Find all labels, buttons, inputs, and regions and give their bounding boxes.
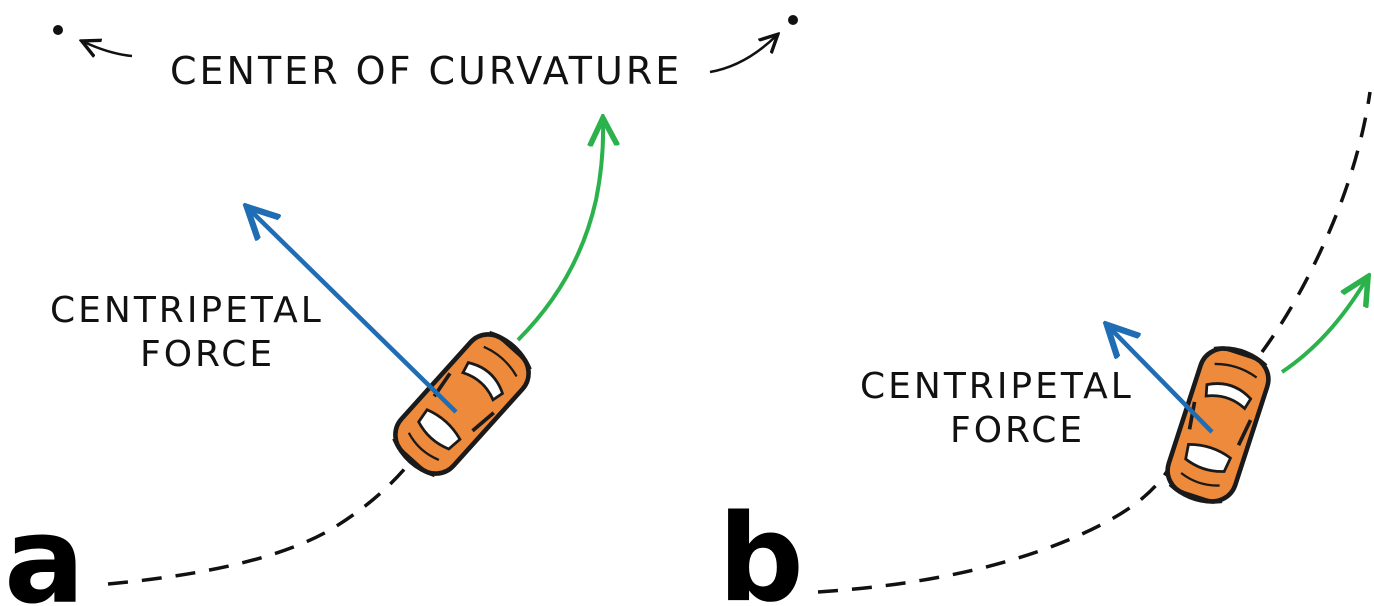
centripetal-label-b-line1: CENTRIPETAL	[860, 366, 1134, 407]
path-arrow-b	[1280, 280, 1366, 374]
dashed-path-a	[107, 458, 414, 586]
centripetal-label-a-line1: CENTRIPETAL	[50, 290, 324, 331]
panel-letter-b: b	[718, 490, 804, 606]
panel-letter-a: a	[4, 492, 85, 606]
centripetal-arrow-a	[250, 210, 458, 414]
path-arrow-a	[516, 122, 603, 342]
car-icon	[384, 322, 541, 485]
center-of-curvature-label: CENTER OF CURVATURE	[170, 49, 682, 93]
center-point-icon	[53, 25, 63, 35]
panel-b: CENTRIPETAL FORCE b	[718, 91, 1372, 606]
car-icon	[1161, 340, 1276, 510]
pointer-arrow-left	[84, 42, 133, 56]
centripetal-arrow-b	[1110, 328, 1214, 434]
dashed-path-b	[817, 469, 1170, 594]
centripetal-label-a-line2: FORCE	[140, 334, 275, 375]
pointer-arrow-right	[709, 36, 776, 74]
center-point-icon	[788, 15, 798, 25]
centripetal-label-b-line2: FORCE	[950, 410, 1085, 451]
dashed-path-b-upper	[1260, 91, 1372, 354]
panel-a: CENTER OF CURVATURE CENTRIPETAL FORCE a	[4, 15, 798, 606]
